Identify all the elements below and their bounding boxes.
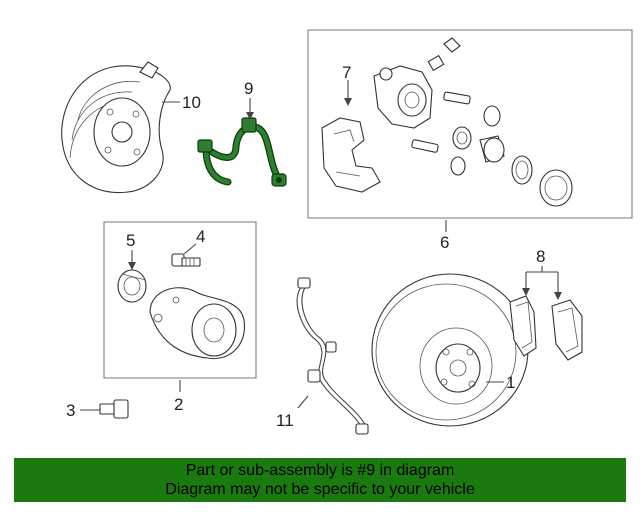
banner-line-2: Diagram may not be specific to your vehi…	[165, 481, 475, 498]
caliper-piston[interactable]	[539, 169, 573, 207]
guide-pins[interactable]	[411, 91, 471, 153]
part-1-brake-disc[interactable]	[371, 273, 529, 427]
callout-8: 8	[536, 247, 545, 266]
callout-6: 6	[440, 233, 449, 252]
bleeder-screw[interactable]	[427, 37, 461, 72]
part-7-caliper-bracket[interactable]	[321, 117, 381, 193]
callout-5: 5	[126, 231, 135, 250]
caliper-body[interactable]	[373, 65, 433, 129]
info-banner: Part or sub-assembly is #9 in diagram Di…	[14, 458, 626, 502]
group-box-2	[103, 221, 257, 379]
callout-7: 7	[342, 63, 351, 82]
part-4-hub-bolt[interactable]	[171, 253, 201, 267]
callout-4: 4	[196, 227, 205, 246]
callout-11: 11	[276, 411, 294, 430]
callout-9: 9	[244, 79, 253, 98]
callout-1: 1	[506, 373, 515, 392]
part-5-bearing[interactable]	[117, 269, 147, 303]
part-10-dust-cover[interactable]	[61, 61, 171, 194]
hub-assembly[interactable]	[149, 287, 246, 360]
brake-assembly-diagram: 10 9 7	[61, 29, 633, 435]
callout-10: 10	[182, 93, 201, 112]
callout-3: 3	[66, 401, 75, 420]
callout-2: 2	[174, 395, 183, 414]
part-3-bolt[interactable]	[99, 399, 129, 419]
part-8-brake-pads[interactable]	[509, 295, 583, 361]
part-11-abs-sensor[interactable]	[296, 277, 369, 435]
banner-line-1: Part or sub-assembly is #9 in diagram	[185, 462, 455, 479]
group-box-6	[307, 29, 633, 219]
part-9-brake-hose[interactable]	[197, 117, 287, 187]
seals-and-boots[interactable]	[450, 105, 533, 185]
